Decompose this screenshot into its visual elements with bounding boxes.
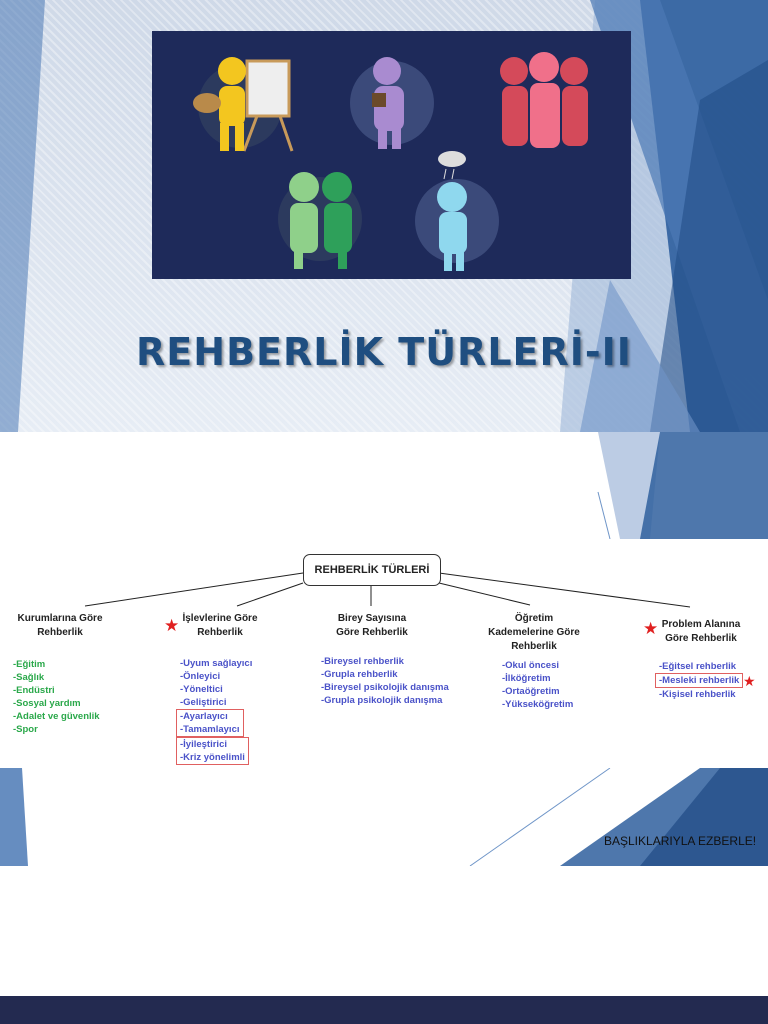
list-item: -Uyum sağlayıcı [180, 658, 253, 669]
list-item: -Endüstri [13, 685, 55, 696]
list-item: -İyileştirici [180, 739, 227, 750]
category-title-line: Rehberlik [37, 627, 83, 638]
painter-figure-icon [193, 57, 294, 152]
list-item: -Grupla psikolojik danışma [321, 695, 443, 706]
category-title-line: Rehberlik [511, 641, 557, 652]
category-title-institutions: Kurumlarına Göre Rehberlik [10, 612, 110, 640]
category-title-line: Öğretim [514, 613, 554, 624]
decorative-shapes [0, 432, 768, 866]
list-item: -Önleyici [180, 671, 221, 682]
star-icon: ★ [743, 673, 756, 689]
category-title-problems: Problem Alanına Göre Rehberlik [651, 618, 751, 646]
star-icon: ★ [643, 619, 659, 638]
content-slide: REHBERLİK TÜRLERİ Kurumlarına Göre Rehbe… [0, 432, 768, 866]
list-item: -Kriz yönelimli [180, 752, 245, 763]
next-slide-edge [0, 996, 768, 1024]
list-item: -Sağlık [13, 672, 45, 683]
friends-figures-icon [278, 172, 362, 269]
category-title-functions: İşlevlerine Göre Rehberlik [170, 612, 270, 640]
list-item: -Ortaöğretim [502, 686, 560, 697]
category-title-line: Göre Rehberlik [336, 627, 408, 638]
sad-figure-with-cloud-icon [415, 151, 499, 271]
list-item: -Yükseköğretim [502, 699, 574, 710]
connector-lines [84, 572, 691, 608]
list-item: -Eğitim [13, 659, 46, 670]
highlighted-group: -Ayarlayıcı -Tamamlayıcı [176, 709, 244, 737]
list-item: -Adalet ve güvenlik [13, 711, 100, 722]
category-list-functions: -Uyum sağlayıcı -Önleyici -Yöneltici -Ge… [176, 657, 253, 765]
category-title-line: Birey Sayısına [337, 613, 407, 624]
category-title-levels: Öğretim Kademelerine Göre Rehberlik [482, 612, 586, 654]
list-item: -Eğitsel rehberlik [659, 661, 737, 672]
category-title-individuals: Birey Sayısına Göre Rehberlik [322, 612, 422, 640]
illustration [193, 52, 588, 271]
memorize-note: BAŞLIKLARIYLA EZBERLE! [604, 834, 757, 848]
list-item: -İlköğretim [502, 673, 551, 684]
category-title-line: Kademelerine Göre [488, 627, 580, 638]
list-item: -Tamamlayıcı [180, 724, 240, 735]
group-figures-icon [500, 52, 588, 148]
category-list-individuals: -Bireysel rehberlik -Grupla rehberlik -B… [321, 655, 449, 707]
category-title-line: İşlevlerine Göre [182, 613, 258, 624]
category-list-levels: -Okul öncesi -İlköğretim -Ortaöğretim -Y… [502, 659, 573, 711]
category-title-line: Göre Rehberlik [665, 633, 737, 644]
decorative-shapes [0, 0, 768, 432]
diagram-root: REHBERLİK TÜRLERİ [303, 554, 441, 586]
list-item: -Spor [13, 724, 38, 735]
list-item: -Bireysel psikolojik danışma [321, 682, 449, 693]
list-item: -Kişisel rehberlik [659, 689, 736, 700]
category-title-line: Kurumlarına Göre [17, 613, 103, 624]
star-icon: ★ [164, 616, 180, 635]
category-title-line: Rehberlik [197, 627, 243, 638]
category-list-institutions: -Eğitim -Sağlık -Endüstri -Sosyal yardım… [13, 658, 100, 736]
illustration-panel [152, 31, 631, 279]
list-item-highlighted: -Mesleki rehberlik [655, 673, 744, 688]
list-item: -Ayarlayıcı [180, 711, 228, 722]
thinking-figure-icon [350, 57, 434, 149]
category-title-line: Problem Alanına [661, 619, 741, 630]
list-item: -Yöneltici [180, 684, 223, 695]
category-list-problems: -Eğitsel rehberlik -Mesleki rehberlik -K… [655, 660, 744, 701]
list-item: -Geliştirici [180, 697, 227, 708]
list-item: -Sosyal yardım [13, 698, 81, 709]
highlighted-group: -İyileştirici -Kriz yönelimli [176, 737, 249, 765]
list-item: -Grupla rehberlik [321, 669, 398, 680]
list-item: -Bireysel rehberlik [321, 656, 404, 667]
title-slide: REHBERLİK TÜRLERİ-II [0, 0, 768, 432]
slide-title: REHBERLİK TÜRLERİ-II [136, 330, 632, 374]
list-item: -Okul öncesi [502, 660, 560, 671]
